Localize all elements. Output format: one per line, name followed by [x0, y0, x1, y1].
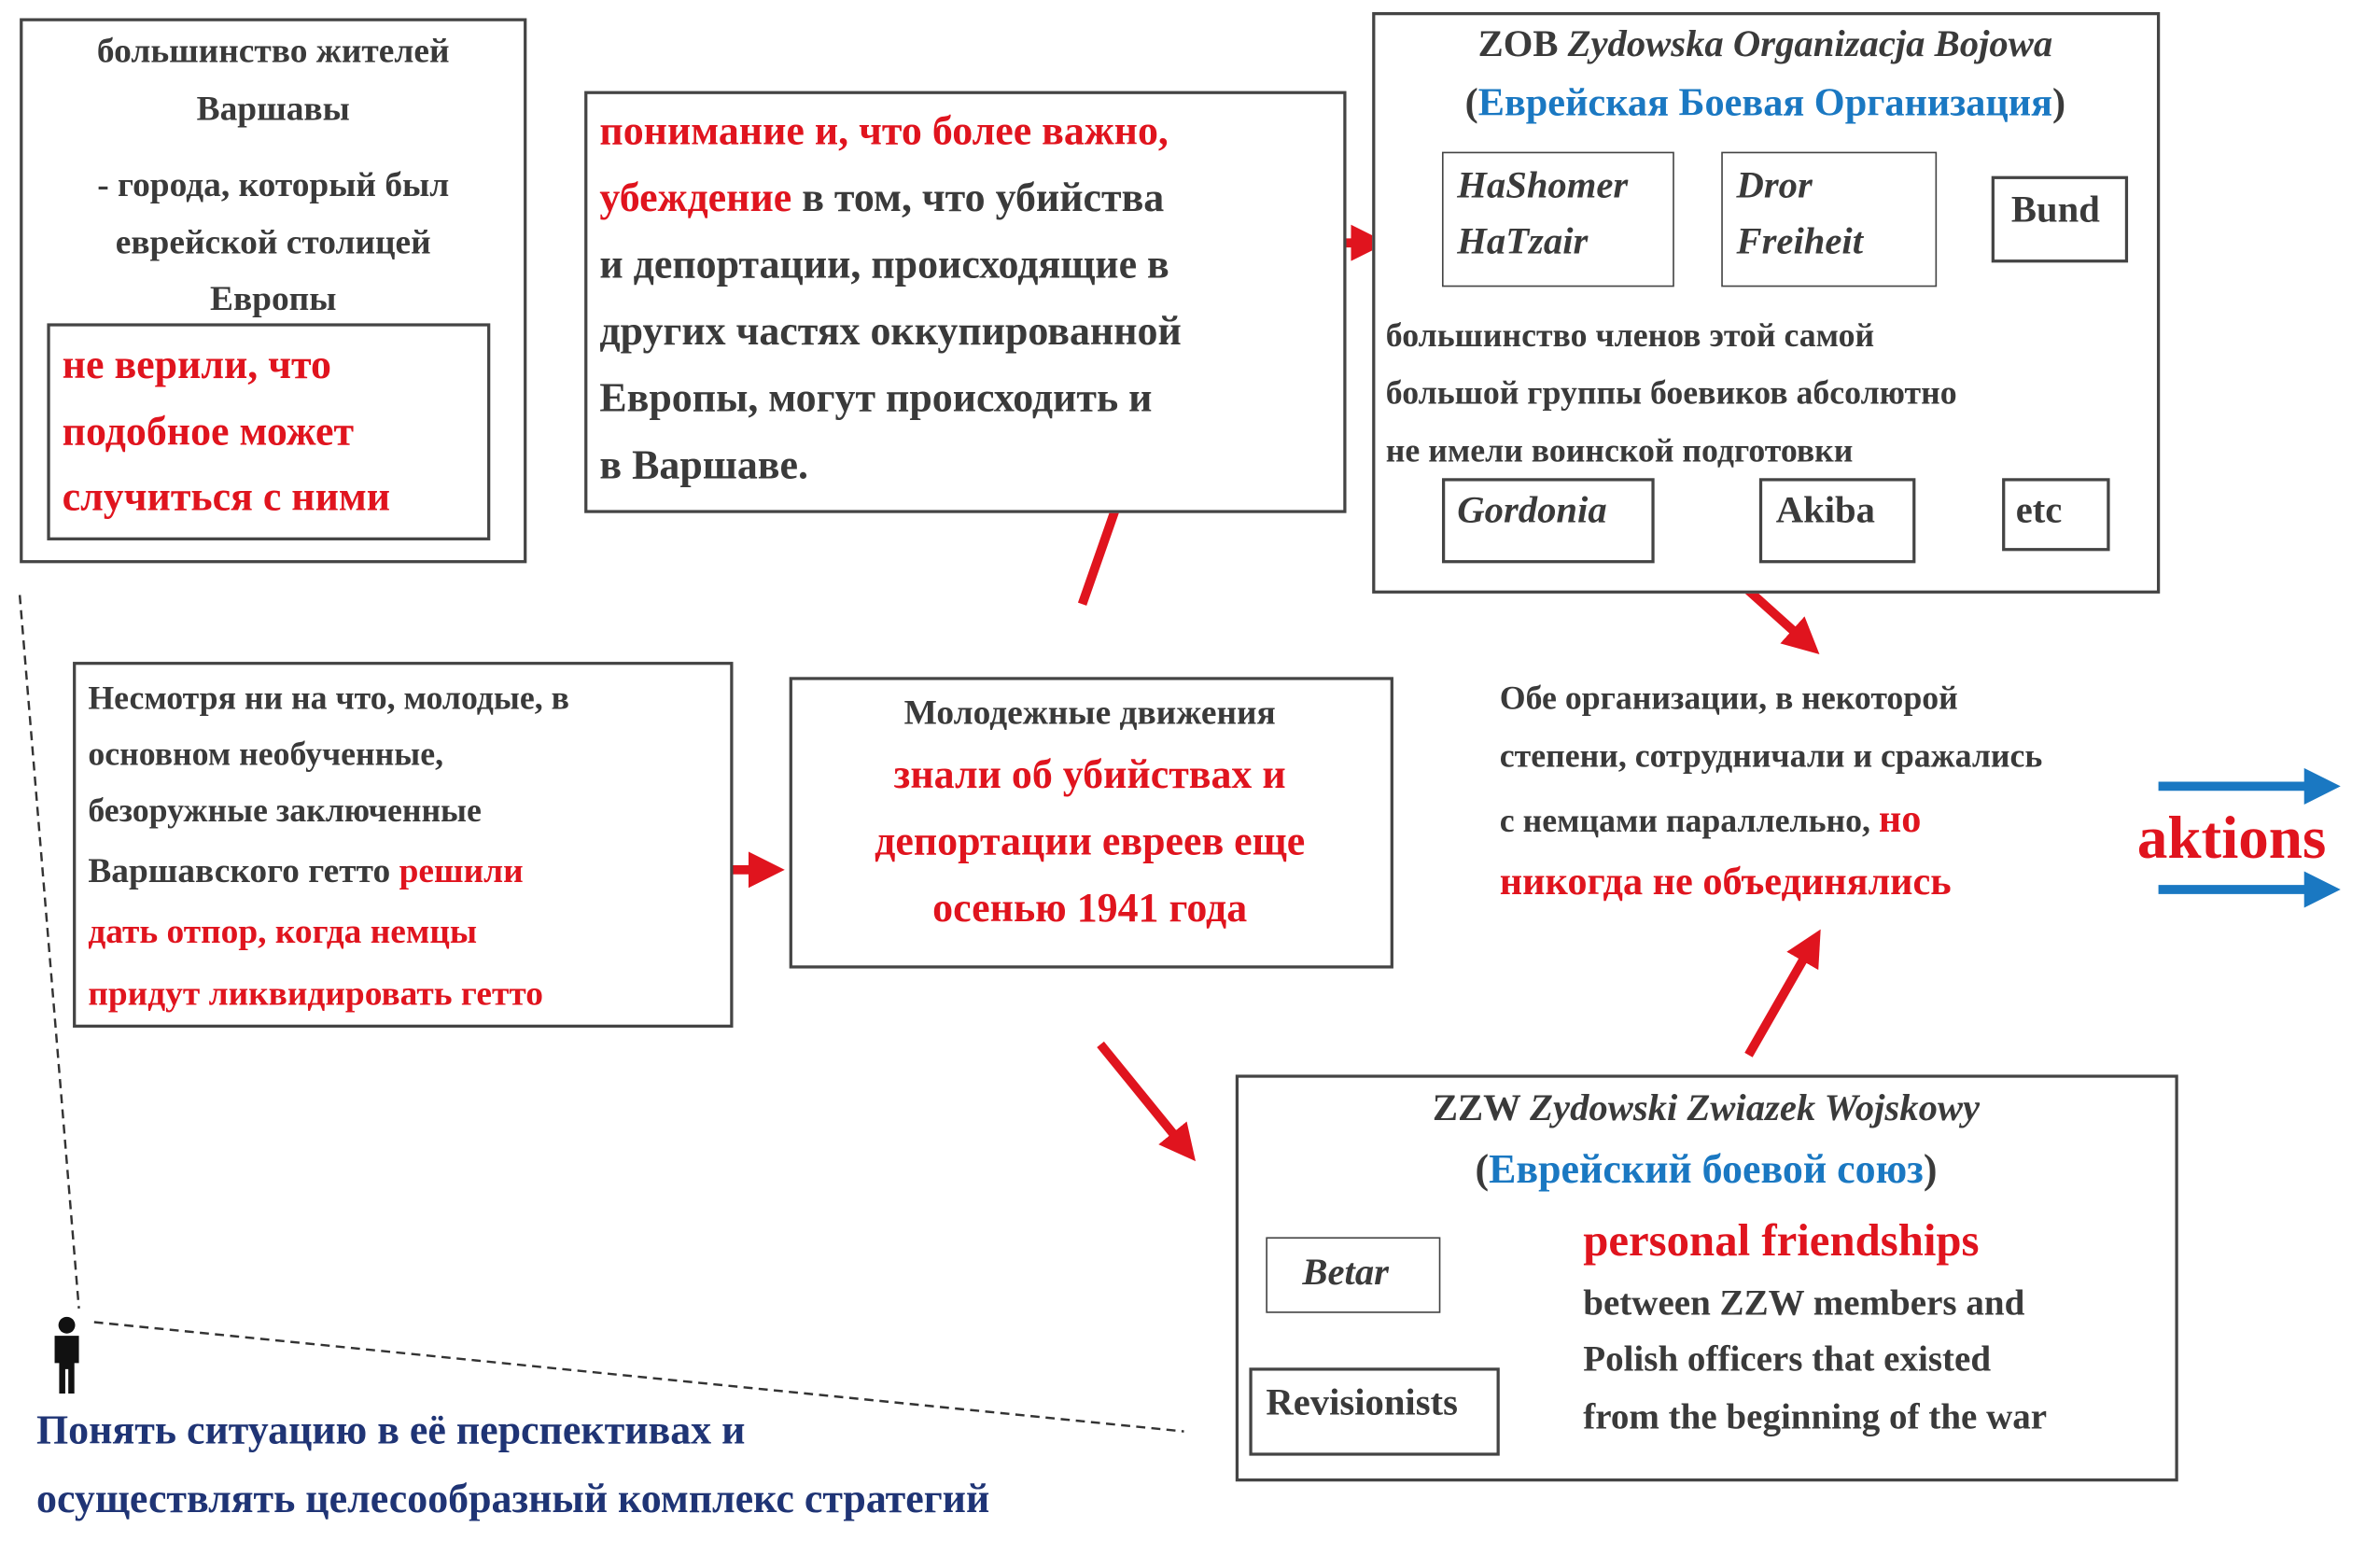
group-label: Gordonia [1457, 490, 1607, 532]
group-hashomer [1441, 151, 1674, 287]
disbelief-box [47, 323, 491, 540]
youth-box [789, 677, 1393, 969]
residents-line: Европы [210, 279, 337, 317]
youth-line: знали об убийствах и [893, 751, 1286, 797]
prisoners-line: безоружные заключенные [88, 791, 482, 829]
conviction-text: убеждение [599, 175, 792, 220]
never-united-text: но [1878, 796, 1922, 841]
person-icon [54, 1316, 79, 1394]
decision-line: дать отпор, когда немцы [88, 912, 478, 951]
paren: ) [2052, 80, 2066, 125]
group-betar [1266, 1237, 1441, 1313]
zob-subtitle: (Еврейская Боевая Организация) [1465, 83, 2065, 122]
zzw-subtitle: (Еврейский боевой союз) [1475, 1145, 1938, 1192]
decision-text: решили [399, 851, 524, 890]
disbelief-line: не верили, что [62, 341, 331, 387]
disbelief-line: подобное может [62, 408, 355, 455]
understanding-line: и депортации, происходящие в [599, 241, 1169, 287]
prisoners-text: Варшавского гетто [88, 851, 399, 890]
conclusion-line: Понять ситуацию в её перспективах и [36, 1407, 746, 1453]
conclusion-line: осуществлять целесообразный комплекс стр… [36, 1475, 990, 1521]
disbelief-line: случиться с ними [62, 473, 391, 520]
cooperation-line: Обе организации, в некоторой [1499, 678, 1958, 717]
understanding-line: Европы, могут происходить и [599, 374, 1153, 421]
friendships-line: from the beginning of the war [1583, 1397, 2048, 1438]
group-label: HaShomer [1457, 165, 1629, 207]
group-dror [1721, 151, 1938, 287]
youth-line: осенью 1941 года [932, 885, 1248, 931]
never-united-line: никогда не объединялись [1499, 859, 1952, 904]
youth-title: Молодежные движения [903, 693, 1276, 732]
group-label: Revisionists [1266, 1382, 1458, 1424]
friendships-line: Polish officers that existed [1583, 1340, 1992, 1380]
zzw-title: ZZW Zydowski Zwiazek Wojskowy [1433, 1090, 1980, 1128]
aktions-label: aktions [2136, 803, 2327, 872]
group-label: Akiba [1775, 490, 1875, 532]
zzw-russian-name: Еврейский боевой союз [1489, 1145, 1924, 1192]
residents-line: большинство жителей [96, 32, 450, 70]
group-label: Bund [2010, 189, 2100, 231]
group-label: Dror [1736, 165, 1813, 207]
group-akiba [1758, 478, 1916, 564]
zob-title: ZOB Zydowska Organizacja Bojowa [1478, 26, 2053, 64]
zob-russian-name: Еврейская Боевая Организация [1477, 80, 2053, 125]
prisoners-box [73, 662, 734, 1029]
understanding-line: понимание и, что более важно, [599, 107, 1169, 154]
understanding-box [584, 91, 1347, 513]
understanding-line: других частях оккупированной [599, 308, 1182, 354]
paren: ( [1475, 1145, 1490, 1192]
cooperation-text: с немцами параллельно, [1499, 801, 1879, 840]
zzw-full-name: Zydowski Zwiazek Wojskowy [1530, 1088, 1981, 1129]
group-bund [1991, 175, 2129, 263]
group-gordonia [1441, 478, 1655, 564]
zob-text: большинство членов этой самой [1385, 315, 1875, 354]
understanding-line: в Варшаве. [599, 441, 808, 488]
understanding-line: убеждение в том, что убийства [599, 175, 1165, 220]
group-etc [2002, 478, 2110, 552]
group-label: Freiheit [1736, 221, 1864, 263]
zob-full-name: Zydowska Organizacja Bojowa [1567, 24, 2053, 65]
friendships-title: personal friendships [1583, 1215, 1980, 1267]
group-label: etc [2015, 490, 2063, 532]
paren: ( [1464, 80, 1478, 125]
arrow [1744, 929, 1821, 1058]
cooperation-line: степени, сотрудничали и сражались [1499, 735, 2043, 775]
zob-text: не имели воинской подготовки [1385, 430, 1854, 469]
youth-line: депортации евреев еще [875, 818, 1306, 864]
residents-line: - города, который был [97, 165, 450, 203]
zob-abbr: ZOB [1477, 24, 1559, 65]
friendships-line: between ZZW members and [1583, 1283, 2025, 1324]
group-label: HaTzair [1457, 221, 1589, 263]
zzw-abbr: ZZW [1432, 1088, 1521, 1129]
arrow [1097, 1041, 1197, 1162]
residents-line: Варшавы [196, 89, 350, 128]
dashed-line [18, 595, 80, 1309]
paren: ) [1923, 1145, 1938, 1192]
group-revisionists [1249, 1367, 1500, 1456]
residents-line: еврейской столицей [115, 223, 431, 261]
group-label: Betar [1302, 1252, 1389, 1294]
zob-text: большой группы боевиков абсолютно [1385, 373, 1957, 412]
cooperation-line: с немцами параллельно, но [1499, 796, 1922, 841]
understanding-text: в том, что убийства [791, 175, 1165, 220]
prisoners-line: Варшавского гетто решили [88, 853, 523, 888]
prisoners-line: основном необученные, [88, 735, 444, 773]
decision-line: придут ликвидировать гетто [88, 974, 543, 1013]
prisoners-line: Несмотря ни на что, молодые, в [88, 678, 569, 717]
